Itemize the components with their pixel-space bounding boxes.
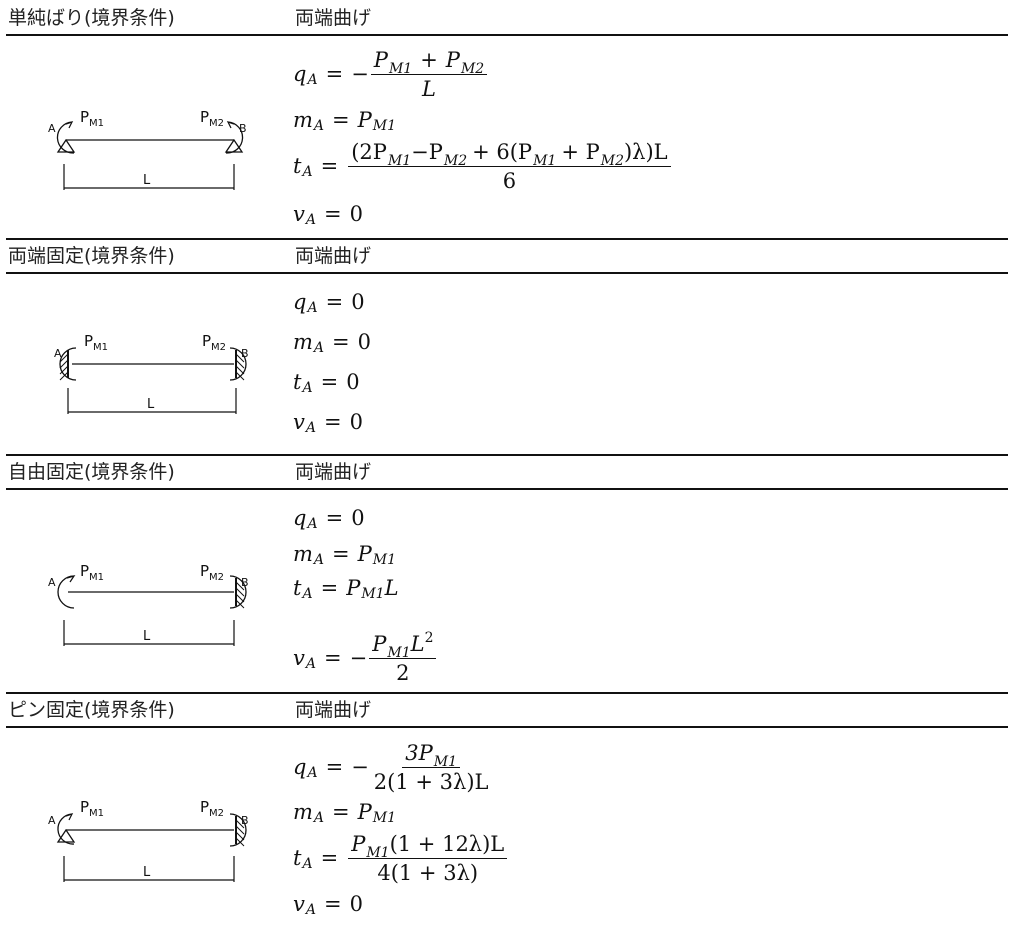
fixed-beam-svg: PM1 PM2 A B L (54, 332, 249, 414)
fraction: (2PM1−PM2+ 6(PM1+ PM2)λ)L 6 (348, 140, 671, 193)
section-title: 両端固定(境界条件) (8, 245, 175, 267)
beam-diagram: PM1 PM2 A B L (38, 554, 278, 654)
section-rule (6, 454, 1008, 456)
span-label: L (143, 865, 151, 880)
support-b-label: B (241, 347, 249, 360)
section-fixed-fixed: 両端固定(境界条件) 両端曲げ PM1 PM2 A B L (0, 238, 1012, 454)
section-rule (6, 238, 1008, 240)
load-case-label: 両端曲げ (295, 699, 372, 721)
hatching-b (235, 353, 245, 381)
pin-support-b (224, 138, 244, 153)
moment-arrow-b (229, 813, 247, 847)
header-rule (6, 726, 1008, 728)
support-a-label: A (48, 814, 56, 827)
load-pm1-label: PM1 (84, 332, 108, 353)
load-case-label: 両端曲げ (295, 245, 372, 267)
support-a-label: A (48, 122, 56, 135)
free-fixed-beam-svg: PM1 PM2 A B L (48, 562, 249, 646)
load-pm2-label: PM2 (200, 108, 224, 129)
fraction: PM1+PM2 L (370, 48, 488, 101)
simple-beam-svg: PM1 PM2 A B L (48, 108, 247, 190)
support-b-label: B (239, 122, 247, 135)
section-title: ピン固定(境界条件) (8, 699, 175, 721)
header-rule (6, 488, 1008, 490)
header-rule (6, 272, 1008, 274)
section-rule (6, 692, 1008, 694)
load-case-label: 両端曲げ (295, 461, 372, 483)
load-pm1-label: PM1 (80, 798, 104, 819)
beam-diagram: PM1 PM2 A B L (38, 98, 278, 198)
load-pm2-label: PM2 (200, 798, 224, 819)
moment-arrow-a (59, 347, 77, 381)
load-case-label: 両端曲げ (295, 7, 372, 29)
support-a-label: A (54, 347, 62, 360)
moment-arrow-b (229, 575, 247, 609)
span-label: L (143, 173, 151, 188)
fraction: PM1L2 2 (369, 630, 437, 685)
pin-fixed-beam-svg: PM1 PM2 A B L (48, 798, 249, 882)
moment-arrowhead-a (65, 120, 74, 129)
support-a-label: A (48, 576, 56, 589)
fraction: PM1(1 + 12λ)L 4(1 + 3λ) (348, 832, 508, 885)
load-pm1-label: PM1 (80, 108, 104, 129)
moment-arrowhead-b (226, 120, 235, 129)
pin-support-a (56, 828, 76, 843)
load-pm1-label: PM1 (80, 562, 104, 583)
hatching-a (59, 353, 69, 381)
header-rule (6, 34, 1008, 36)
section-title: 自由固定(境界条件) (8, 461, 175, 483)
load-pm2-label: PM2 (200, 562, 224, 583)
support-b-label: B (241, 576, 249, 589)
load-pm2-label: PM2 (202, 332, 226, 353)
pin-support-a (56, 138, 76, 153)
span-label: L (143, 629, 151, 644)
support-b-label: B (241, 814, 249, 827)
beam-diagram: PM1 PM2 A B L (38, 792, 278, 892)
fraction: 3PM1 2(1 + 3λ)L (373, 740, 489, 794)
span-label: L (147, 397, 155, 412)
moment-arrow-b (229, 347, 247, 381)
section-title: 単純ばり(境界条件) (8, 7, 175, 29)
beam-diagram: PM1 PM2 A B L (38, 324, 278, 424)
